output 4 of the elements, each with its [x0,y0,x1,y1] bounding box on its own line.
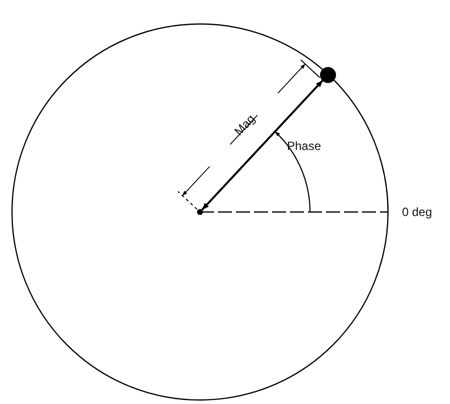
phasor-arrow [201,80,324,210]
axis-label: 0 deg [402,206,432,218]
angle-label: Phase [287,140,322,152]
dimension-label: Mag [232,112,257,138]
